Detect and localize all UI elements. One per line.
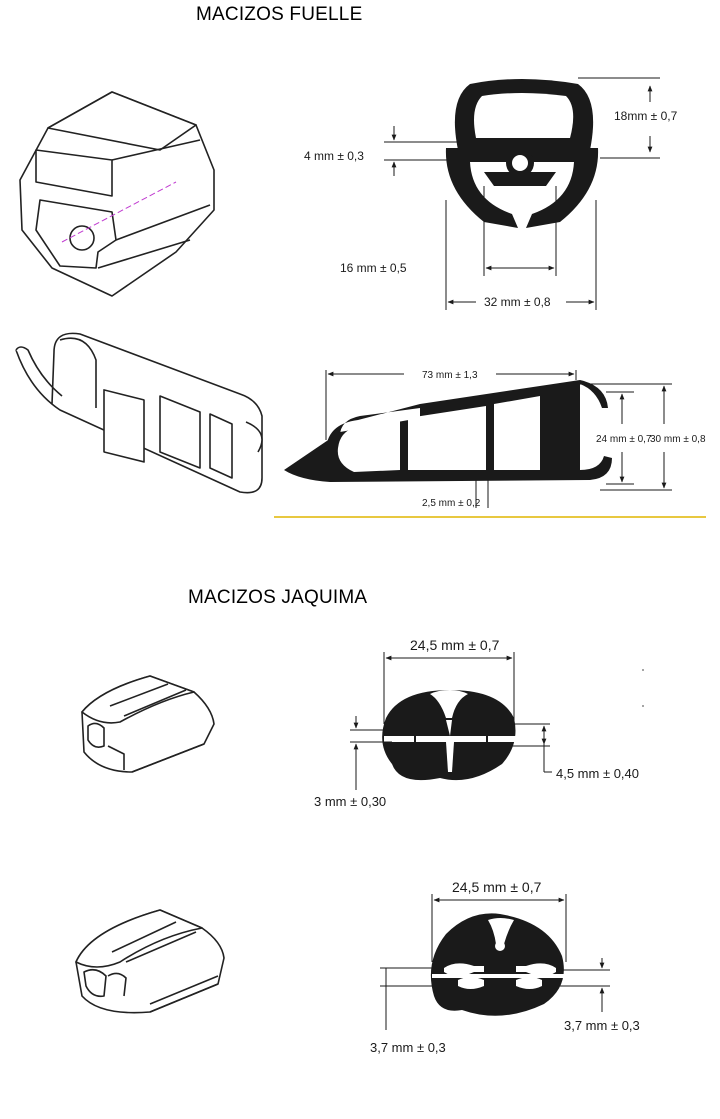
fuelle-block-isometric — [19, 91, 215, 297]
dim-jaquima-a-width: 24,5 mm ± 0,7 — [410, 637, 500, 653]
dim-73mm: 73 mm ± 1,3 — [422, 370, 478, 381]
dim-2-5mm: 2,5 mm ± 0,2 — [422, 498, 481, 509]
dim-18mm: 18mm ± 0,7 — [614, 109, 678, 123]
fuelle-side-section — [284, 380, 612, 482]
dim-jaquima-a-left: 3 mm ± 0,30 — [314, 794, 386, 809]
section-title-fuelle: MACIZOS FUELLE — [196, 4, 363, 25]
dim-30mm: 30 mm ± 0,8 — [650, 434, 706, 445]
dim-24mm: 24 mm ± 0,7 — [596, 434, 652, 445]
jaquima-b-dimension-lines — [380, 894, 610, 1030]
dim-4mm: 4 mm ± 0,3 — [304, 149, 364, 163]
jaquima-a-section — [382, 690, 518, 781]
dim-16mm: 16 mm ± 0,5 — [340, 261, 407, 275]
scan-mark — [642, 705, 644, 707]
dim-32mm: 32 mm ± 0,8 — [484, 295, 551, 309]
jaquima-a-dimension-lines — [350, 652, 552, 790]
dim-jaquima-a-right: 4,5 mm ± 0,40 — [556, 766, 639, 781]
fuelle-side-dimension-lines — [325, 370, 672, 508]
fuelle-bellows-isometric — [15, 332, 263, 494]
dim-jaquima-b-width: 24,5 mm ± 0,7 — [452, 879, 542, 895]
jaquima-b-section — [430, 913, 566, 1016]
fuelle-section-dimension-lines — [384, 77, 660, 310]
scan-mark — [642, 669, 644, 671]
dim-jaquima-b-right: 3,7 mm ± 0,3 — [564, 1018, 640, 1033]
jaquima-b-isometric — [75, 909, 225, 1014]
fuelle-cross-section — [445, 79, 599, 228]
dim-jaquima-b-left: 3,7 mm ± 0,3 — [370, 1040, 446, 1055]
section-title-jaquima: MACIZOS JAQUIMA — [188, 587, 368, 608]
jaquima-a-isometric — [81, 675, 215, 773]
